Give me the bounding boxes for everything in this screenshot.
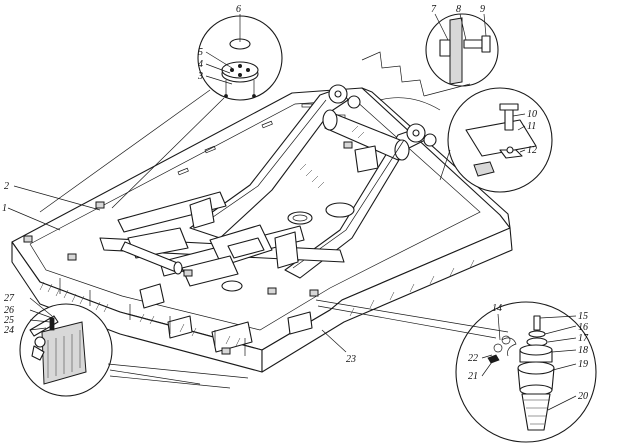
detail-view-7-9 (423, 13, 499, 97)
callout-19: 19 (578, 359, 588, 370)
callout-9: 9 (480, 4, 485, 15)
callout-2: 2 (4, 181, 9, 192)
spring-cone (521, 393, 551, 431)
lifting-arm (189, 84, 437, 279)
callout-22: 22 (468, 353, 478, 364)
callout-8: 8 (456, 4, 461, 15)
leader-lines (7, 13, 577, 411)
callout-7: 7 (431, 4, 437, 15)
callout-23: 23 (346, 354, 356, 365)
callout-14: 14 (492, 303, 502, 314)
callout-20: 20 (578, 391, 588, 402)
callout-1: 1 (2, 203, 7, 214)
detail-view-24-27 (19, 303, 249, 397)
callout-17: 17 (578, 333, 589, 344)
callout-26: 26 (4, 305, 14, 316)
callout-27: 27 (4, 293, 15, 304)
callout-21: 21 (468, 371, 478, 382)
callout-5: 5 (198, 47, 203, 58)
callout-10: 10 (527, 109, 537, 120)
detail-view-3-6 (39, 15, 283, 213)
callout-11: 11 (527, 121, 536, 132)
callout-25: 25 (4, 315, 14, 326)
callout-12: 12 (527, 145, 537, 156)
detail-view-14-22 (315, 299, 597, 443)
detail-view-10-12 (439, 87, 553, 193)
callout-3: 3 (197, 71, 203, 82)
callout-4: 4 (198, 59, 203, 70)
callout-labels: 2 1 3 4 5 6 7 8 9 10 11 12 14 15 16 17 1… (2, 4, 589, 402)
internal-structure (23, 125, 475, 356)
callout-16: 16 (578, 322, 588, 333)
callout-6: 6 (236, 4, 241, 15)
callout-24: 24 (4, 325, 14, 336)
callout-15: 15 (578, 311, 588, 322)
callout-18: 18 (578, 345, 588, 356)
